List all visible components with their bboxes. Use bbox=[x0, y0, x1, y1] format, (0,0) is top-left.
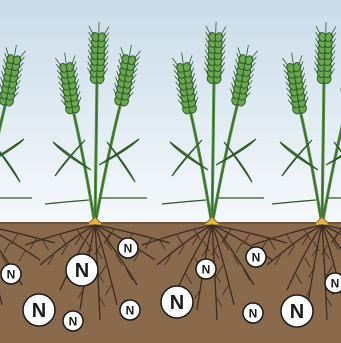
sky-background bbox=[0, 0, 341, 223]
nitrogen-marker: N bbox=[66, 254, 98, 286]
svg-text:N: N bbox=[32, 300, 46, 322]
nitrogen-marker: N bbox=[1, 264, 21, 284]
nitrogen-marker: N bbox=[281, 295, 313, 327]
nitrogen-marker: N bbox=[325, 273, 341, 293]
svg-text:N: N bbox=[124, 242, 133, 256]
svg-text:N: N bbox=[126, 304, 135, 318]
nitrogen-marker: N bbox=[196, 259, 216, 279]
svg-text:N: N bbox=[249, 307, 258, 321]
svg-text:N: N bbox=[202, 263, 211, 277]
nitrogen-marker: N bbox=[118, 238, 138, 258]
nitrogen-marker: N bbox=[120, 300, 140, 320]
nitrogen-marker: N bbox=[246, 247, 266, 267]
svg-text:N: N bbox=[331, 277, 340, 291]
svg-text:N: N bbox=[7, 268, 16, 282]
svg-text:N: N bbox=[170, 292, 184, 314]
svg-text:N: N bbox=[75, 260, 89, 282]
nitrogen-marker: N bbox=[63, 311, 83, 331]
svg-text:N: N bbox=[252, 251, 261, 265]
nitrogen-marker: N bbox=[23, 294, 55, 326]
nitrogen-marker: N bbox=[243, 303, 263, 323]
svg-text:N: N bbox=[69, 315, 78, 329]
svg-text:N: N bbox=[290, 301, 304, 323]
nitrogen-marker: N bbox=[161, 286, 193, 318]
